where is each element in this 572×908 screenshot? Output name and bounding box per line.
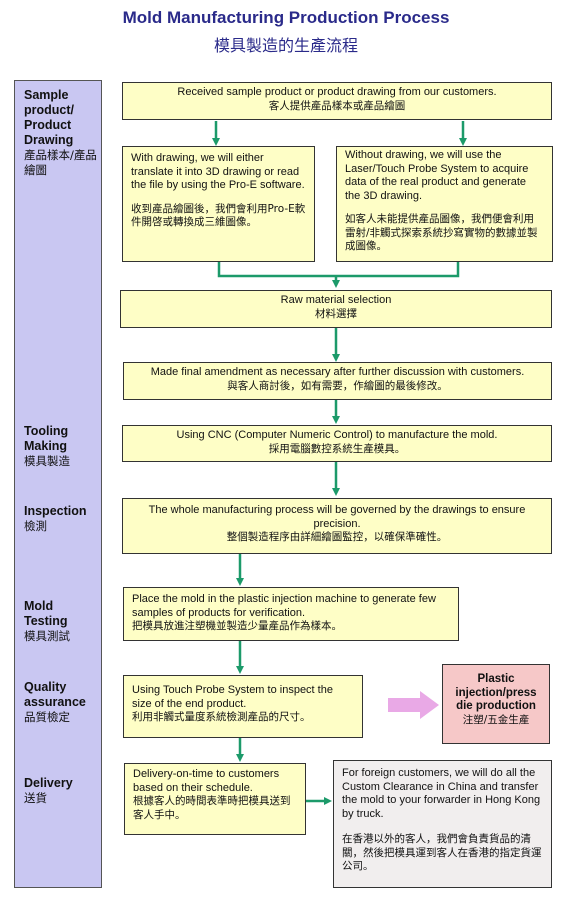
step-plastic-injection-zh: 注塑/五金生產 — [462, 713, 530, 726]
page-title: Mold Manufacturing Production Process — [122, 8, 450, 27]
step-raw-material-zh: 材料選擇 — [315, 307, 357, 320]
step-plastic-injection: Plastic injection/press die production 注… — [442, 664, 550, 744]
step-plastic-injection-en: Plastic injection/press die production — [455, 673, 537, 712]
connector-without-drawing — [336, 262, 460, 278]
step-without-drawing-zh: 如客人未能提供產品圖像，我們便會利用雷射/非觸式探索系統抄寫實物的數據並製成圖像… — [345, 213, 538, 252]
stage-sample-zh: 產品樣本/產品繪圖 — [24, 148, 97, 177]
stage-sample: Sample product/ Product Drawing 產品樣本/產品繪… — [24, 88, 98, 178]
step-delivery-on-time-zh: 根據客人的時間表準時把模具送到客人手中。 — [133, 795, 291, 821]
stage-mold-testing: Mold Testing 模具測試 — [24, 599, 94, 644]
stage-mold-testing-en: Mold Testing — [24, 599, 68, 628]
stage-delivery: Delivery 送貨 — [24, 776, 98, 806]
step-without-drawing-en: Without drawing, we will use the Laser/T… — [345, 149, 529, 202]
step-amendment: Made final amendment as necessary after … — [123, 362, 552, 400]
step-raw-material-en: Raw material selection — [280, 294, 392, 306]
stage-tooling-zh: 模具製造 — [24, 454, 70, 468]
stage-delivery-zh: 送貨 — [24, 791, 47, 805]
stage-inspection-zh: 檢測 — [24, 519, 47, 533]
stage-sample-en: Sample product/ Product Drawing — [24, 88, 74, 147]
stage-tooling-en: Tooling Making — [24, 424, 69, 453]
stage-quality-en: Quality assurance — [24, 680, 86, 709]
stage-sidebar — [14, 80, 102, 888]
step-with-drawing-en: With drawing, we will either translate i… — [131, 152, 305, 191]
arrow-probe-to-production — [388, 691, 439, 719]
step-governed: The whole manufacturing process will be … — [122, 498, 552, 554]
step-governed-en: The whole manufacturing process will be … — [148, 504, 526, 530]
step-foreign: For foreign customers, we will do all th… — [333, 760, 552, 888]
step-injection-machine-zh: 把模具放進注塑機並製造少量產品作為樣本。 — [132, 620, 342, 632]
step-received-en: Received sample product or product drawi… — [177, 86, 497, 98]
step-injection-machine: Place the mold in the plastic injection … — [123, 587, 459, 641]
step-foreign-zh: 在香港以外的客人，我們會負責貨品的清關，然後把模具運到客人在香港的指定貨運公司。 — [342, 833, 542, 872]
connector-with-drawing — [217, 262, 336, 278]
step-amendment-zh: 與客人商討後，如有需要，作繪圖的最後修改。 — [227, 379, 448, 392]
step-received: Received sample product or product drawi… — [122, 82, 552, 120]
stage-inspection: Inspection 檢測 — [24, 504, 98, 534]
step-delivery-on-time: Delivery-on-time to customers based on t… — [124, 763, 306, 835]
step-amendment-en: Made final amendment as necessary after … — [150, 366, 525, 378]
step-injection-machine-en: Place the mold in the plastic injection … — [132, 593, 436, 619]
step-touch-probe-zh: 利用非觸式量度系統檢測產品的尺寸。 — [132, 711, 311, 723]
page-subtitle: 模具製造的生產流程 — [213, 36, 358, 55]
stage-mold-testing-zh: 模具測試 — [24, 629, 70, 643]
stage-tooling: Tooling Making 模具製造 — [24, 424, 98, 469]
step-cnc: Using CNC (Computer Numeric Control) to … — [122, 425, 552, 462]
step-governed-zh: 整個製造程序由詳細繪圖監控，以確保準確性。 — [226, 531, 448, 543]
step-without-drawing: Without drawing, we will use the Laser/T… — [336, 146, 553, 262]
stage-delivery-en: Delivery — [24, 776, 73, 790]
stage-quality-zh: 品質檢定 — [24, 710, 70, 724]
step-touch-probe-en: Using Touch Probe System to inspect the … — [132, 684, 333, 710]
step-touch-probe: Using Touch Probe System to inspect the … — [123, 675, 363, 738]
step-delivery-on-time-en: Delivery-on-time to customers based on t… — [133, 768, 280, 794]
stage-inspection-en: Inspection — [24, 504, 87, 518]
step-foreign-en: For foreign customers, we will do all th… — [342, 767, 541, 820]
step-with-drawing-zh: 收到產品繪圖後，我們會利用Pro-E軟件開啓或轉換成三維圖像。 — [131, 202, 306, 229]
step-cnc-en: Using CNC (Computer Numeric Control) to … — [176, 429, 498, 441]
step-cnc-zh: 採用電腦數控系統生產模具。 — [268, 442, 406, 455]
stage-quality: Quality assurance 品質檢定 — [24, 680, 98, 725]
step-with-drawing: With drawing, we will either translate i… — [122, 146, 315, 262]
step-received-zh: 客人提供產品樣本或產品繪圖 — [268, 99, 406, 112]
step-raw-material: Raw material selection 材料選擇 — [120, 290, 552, 328]
